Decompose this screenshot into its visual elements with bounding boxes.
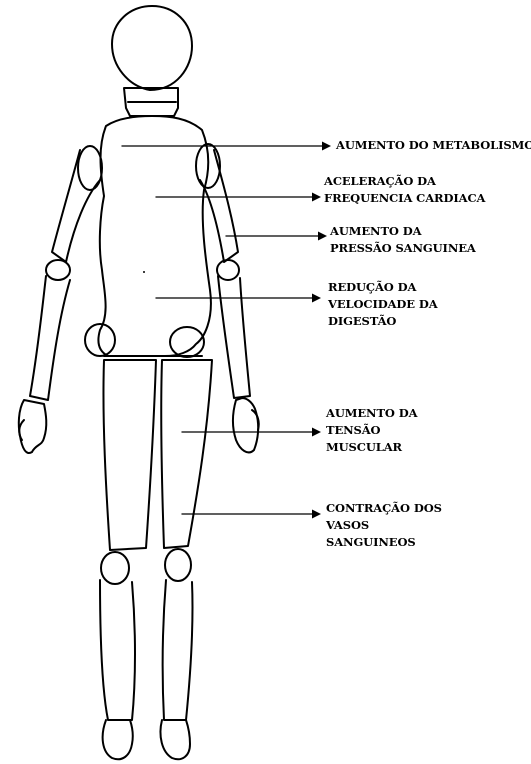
neck [123, 87, 179, 117]
arrowhead-metabolismo [322, 141, 331, 151]
arrowheads [312, 141, 331, 519]
label-line: AUMENTO DA [330, 224, 422, 238]
left-knee [100, 551, 130, 585]
left-thigh [102, 359, 157, 551]
label-line: PRESSÃO SANGUINEA [330, 241, 476, 255]
right-hand [232, 397, 260, 454]
right-upper-arm [199, 149, 239, 263]
label-line: TENSÃO [326, 423, 381, 437]
label-digestao: REDUÇÃO DA VELOCIDADE DA DIGESTÃO [328, 279, 438, 330]
callout-arrows [121, 145, 325, 515]
head [111, 5, 193, 91]
left-forearm [29, 275, 71, 401]
right-knee [164, 548, 192, 582]
label-line: AUMENTO DO METABOLISMO [336, 138, 531, 152]
right-shin [161, 579, 194, 721]
left-hand [17, 399, 48, 454]
arrowhead-tensao [312, 427, 321, 437]
right-shoulder [195, 143, 221, 189]
left-shoulder [77, 145, 103, 191]
right-thigh [160, 359, 213, 549]
right-elbow [216, 259, 240, 281]
label-pressao-sanguinea: AUMENTO DA PRESSÃO SANGUINEA [330, 223, 476, 257]
arrowhead-frequencia [312, 192, 321, 202]
label-line: DIGESTÃO [328, 314, 397, 328]
torso [97, 115, 212, 357]
right-thumb [251, 409, 260, 431]
label-vasos-sanguineos: CONTRAÇÃO DOS VASOS SANGUINEOS [326, 500, 442, 551]
label-line: ACELERAÇÃO DA [324, 174, 436, 188]
left-upper-arm [51, 149, 101, 263]
left-elbow [45, 259, 71, 281]
arrowhead-vasos [312, 509, 321, 519]
label-line: AUMENTO DA [326, 406, 418, 420]
left-foot [101, 719, 134, 761]
label-line: VELOCIDADE DA [328, 297, 438, 311]
arrowhead-pressao [318, 231, 327, 241]
left-hip [84, 323, 116, 357]
label-line: CONTRAÇÃO DOS [326, 501, 442, 515]
arrowhead-digestao [312, 293, 321, 303]
label-line: REDUÇÃO DA [328, 280, 417, 294]
label-line: VASOS [326, 518, 370, 532]
right-foot [159, 719, 191, 761]
label-frequencia-cardiaca: ACELERAÇÃO DA FREQUENCIA CARDIACA [324, 173, 485, 207]
label-line: SANGUINEOS [326, 535, 416, 549]
torso-dot [143, 271, 145, 273]
right-forearm [217, 275, 251, 399]
left-thumb [18, 419, 25, 441]
label-line: MUSCULAR [326, 440, 403, 454]
label-tensao-muscular: AUMENTO DA TENSÃO MUSCULAR [326, 405, 418, 456]
label-line: FREQUENCIA CARDIACA [324, 191, 486, 205]
right-hip [169, 326, 205, 358]
left-shin [99, 579, 136, 721]
label-metabolismo: AUMENTO DO METABOLISMO [336, 137, 531, 154]
